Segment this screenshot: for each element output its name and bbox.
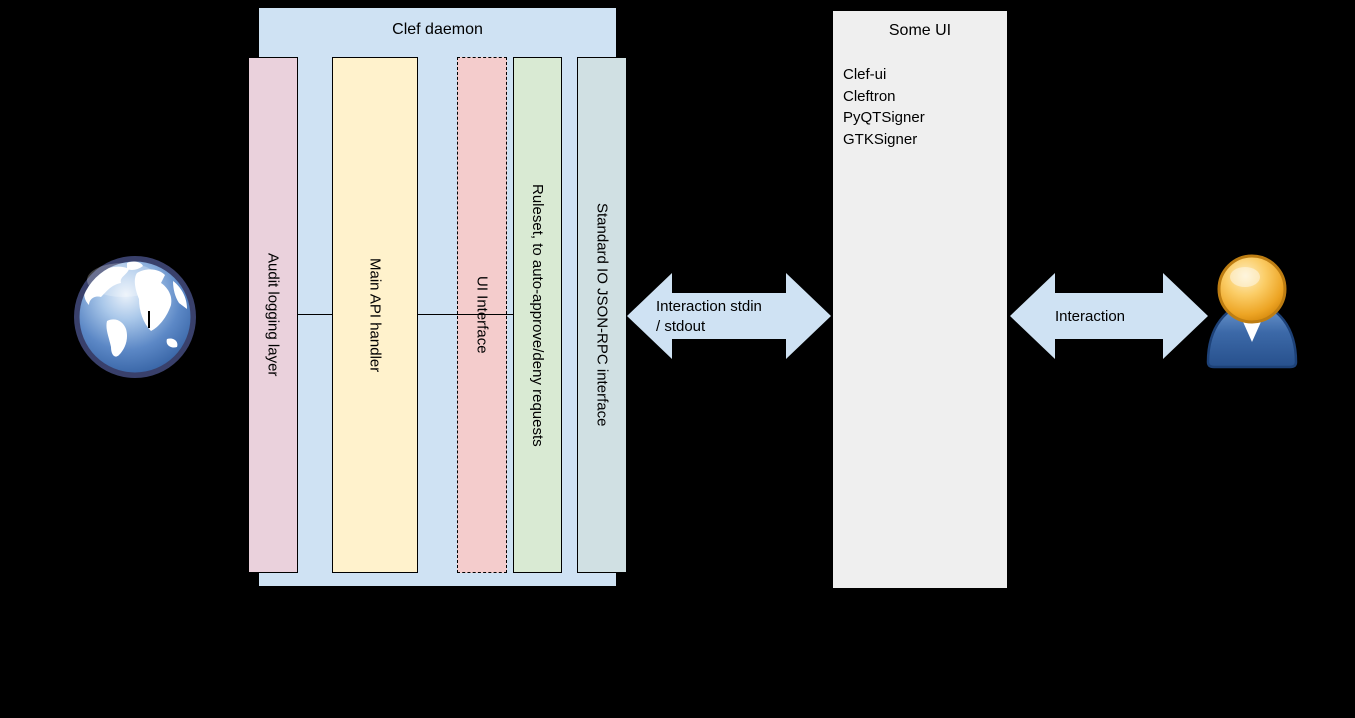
connector-globe-tick bbox=[148, 311, 150, 328]
some-ui-box bbox=[832, 10, 1008, 589]
user-head-highlight bbox=[1230, 267, 1260, 287]
some-ui-item-cleftron: Cleftron bbox=[843, 87, 896, 105]
column-audit-logging-layer: Audit logging layer bbox=[248, 57, 298, 573]
some-ui-item-clef-ui: Clef-ui bbox=[843, 66, 887, 83]
arrow-interaction bbox=[1010, 273, 1208, 359]
clef-daemon-box bbox=[258, 7, 617, 587]
column-ruleset: Ruleset, to auto-approve/deny requests bbox=[513, 57, 562, 573]
column-ui-interface: UI Interface bbox=[457, 57, 507, 573]
connector-audit-to-api bbox=[297, 314, 333, 315]
column-stdio-jsonrpc-interface: Standard IO JSON-RPC interface bbox=[577, 57, 627, 573]
arrow-stdin-stdout-line1: Interaction stdin bbox=[656, 298, 762, 315]
arrow-stdin-stdout-label: Interaction stdin / stdout bbox=[656, 297, 762, 337]
globe-highlight bbox=[87, 263, 159, 297]
connector-api-to-ruleset bbox=[417, 314, 514, 315]
globe-icon bbox=[74, 256, 196, 378]
arrow-stdin-stdout bbox=[627, 273, 831, 359]
arrow-stdin-stdout-shape bbox=[627, 273, 831, 359]
some-ui-item-pyqtsigner: PyQTSigner bbox=[843, 109, 925, 126]
clef-daemon-title: Clef daemon bbox=[392, 21, 483, 38]
arrow-stdin-stdout-line2: / stdout bbox=[656, 318, 706, 335]
some-ui-list: Clef-ui Cleftron PyQTSigner GTKSigner bbox=[843, 64, 925, 150]
arrow-interaction-label: Interaction bbox=[1054, 308, 1126, 325]
some-ui-title: Some UI bbox=[888, 22, 952, 39]
arrow-interaction-shape bbox=[1010, 273, 1208, 359]
user-icon bbox=[1206, 254, 1298, 369]
column-main-api-handler: Main API handler bbox=[332, 57, 418, 573]
user-head bbox=[1217, 254, 1287, 324]
some-ui-item-gtksigner: GTKSigner bbox=[843, 130, 918, 148]
